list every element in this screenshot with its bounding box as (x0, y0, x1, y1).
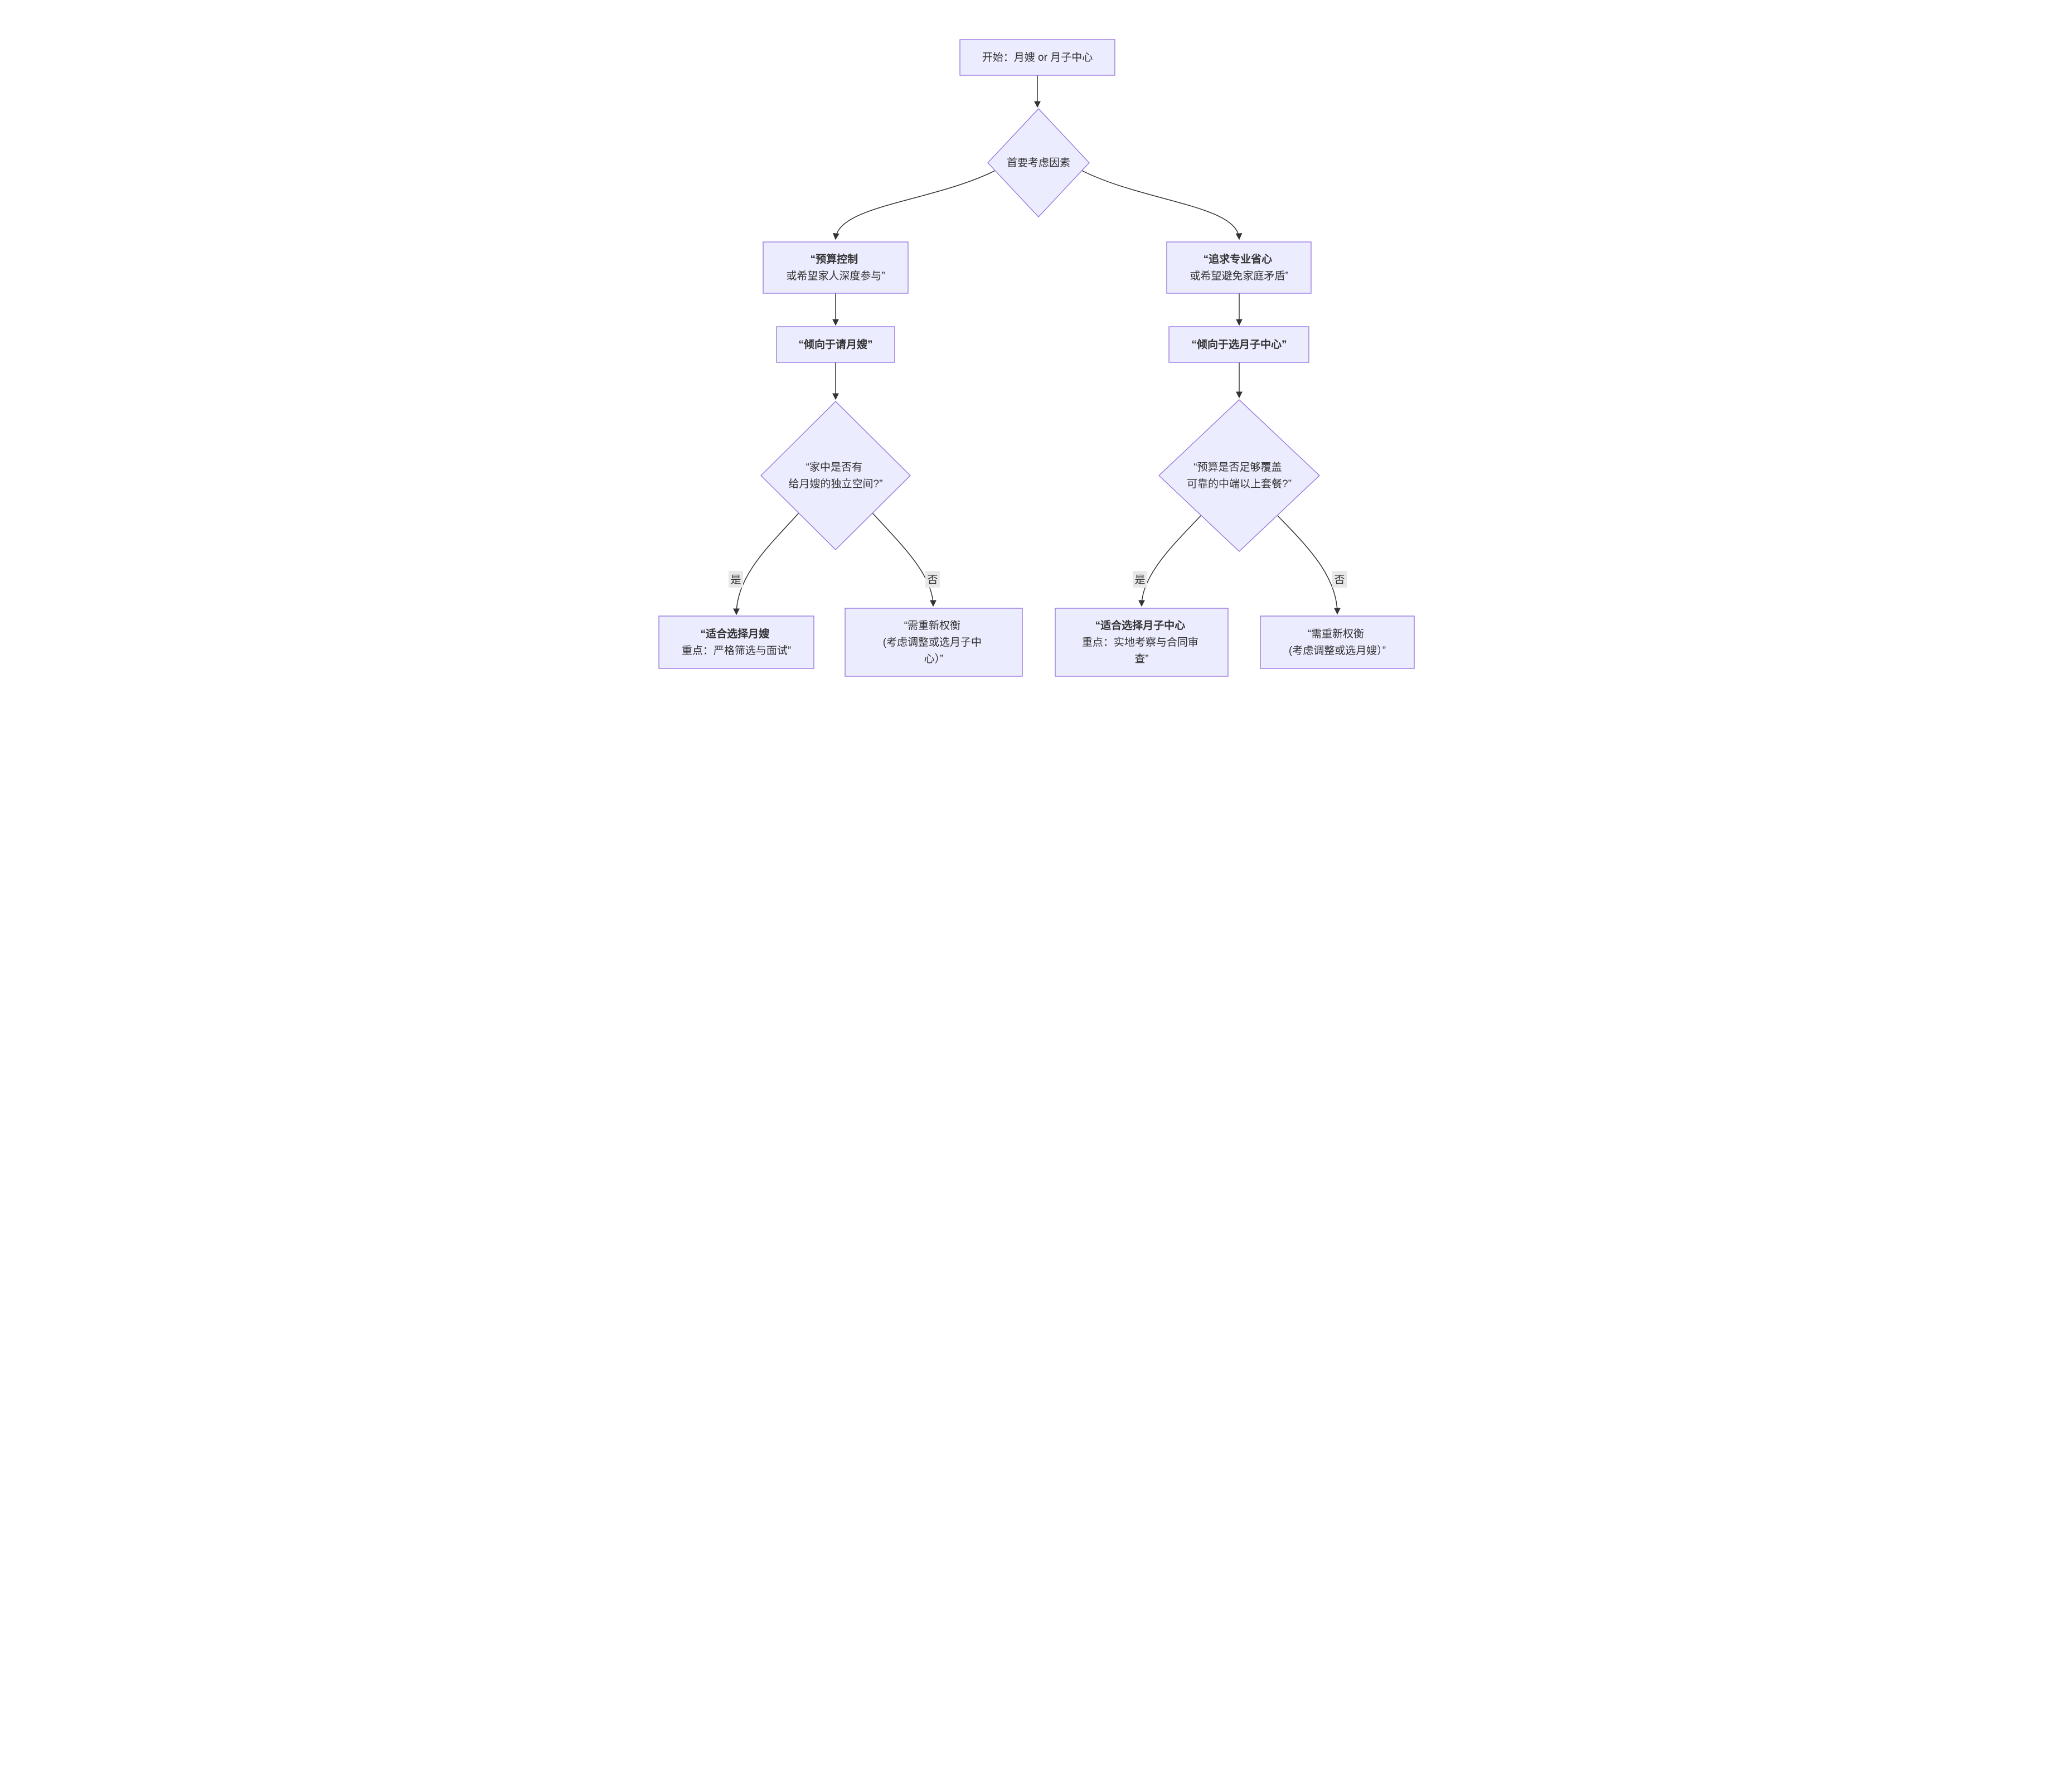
edge-space-yes (733, 512, 799, 615)
edge-label-space-yes: 是 (729, 571, 743, 588)
edge-label-bg (729, 571, 743, 588)
node-label: “倾向于选月子中心” (1191, 338, 1287, 351)
edge-labels: 是 否 是 否 (729, 571, 1347, 588)
edge-budget-yes (1138, 515, 1202, 607)
flowchart-canvas: 是 否 是 否 开始：月嫂 or 月子中心 首要考虑因素 “预算控制 (658, 39, 1415, 677)
node-professional-ease: “追求专业省心 或希望避免家庭矛盾” (1166, 241, 1312, 294)
node-shape (1168, 326, 1309, 363)
node-choose-yuesao: “适合选择月嫂 重点：严格筛选与面试” (658, 615, 814, 669)
node-label: 开始：月嫂 or 月子中心 (982, 51, 1093, 64)
edge-label-budget-yes: 是 (1133, 571, 1147, 588)
node-budget-question-decision: “预算是否足够覆盖 可靠的中端以上套餐?” (1158, 399, 1320, 552)
flowchart-page: 是 否 是 否 开始：月嫂 or 月子中心 首要考虑因素 “预算控制 (622, 0, 1450, 710)
node-shape (763, 241, 909, 294)
node-space-question-decision: “家中是否有 给月嫂的独立空间?” (760, 401, 911, 550)
edge-space-no (872, 512, 936, 607)
node-primary-factor-decision: 首要考虑因素 (987, 108, 1090, 217)
node-shape (1166, 241, 1312, 294)
node-prefer-yuesao: “倾向于请月嫂” (776, 326, 895, 363)
node-shape (845, 608, 1023, 677)
node-label: “家中是否有 给月嫂的独立空间?” (789, 461, 883, 490)
edge-label-text: 否 (1334, 574, 1345, 586)
node-shape-diamond (1158, 399, 1320, 552)
node-shape (1055, 608, 1229, 677)
node-choose-center: “适合选择月子中心 重点：实地考察与合同审 查” (1055, 608, 1229, 677)
node-rebalance-to-center: “需重新权衡 (考虑调整或选月子中 心）” (845, 608, 1023, 677)
node-label: “适合选择月子中心 重点：实地考察与合同审 查” (1082, 619, 1201, 665)
node-label: “预算是否足够覆盖 可靠的中端以上套餐?” (1187, 461, 1292, 490)
edge-budget-no (1277, 515, 1341, 615)
node-label: “倾向于请月嫂” (798, 338, 872, 351)
node-label: “预算控制 或希望家人深度参与” (786, 253, 885, 282)
node-label: “追求专业省心 或希望避免家庭矛盾” (1190, 253, 1288, 282)
edge-decision-to-budget (832, 168, 1000, 240)
node-shape (1260, 615, 1415, 669)
edge-label-bg (1332, 571, 1347, 588)
edge-label-bg (1133, 571, 1147, 588)
edge-label-bg (925, 571, 940, 588)
node-rebalance-to-yuesao: “需重新权衡 (考虑调整或选月嫂）” (1260, 615, 1415, 669)
node-label: “适合选择月嫂 重点：严格筛选与面试” (682, 627, 791, 657)
node-prefer-center: “倾向于选月子中心” (1168, 326, 1309, 363)
edge-label-budget-no: 否 (1332, 571, 1347, 588)
edge-label-text: 是 (1134, 574, 1145, 586)
node-shape (776, 326, 895, 363)
edges (733, 75, 1341, 615)
node-shape (658, 615, 814, 669)
edge-decision-to-professional (1077, 168, 1243, 240)
node-label: 首要考虑因素 (1007, 157, 1070, 169)
node-label: “需重新权衡 (考虑调整或选月嫂）” (1289, 628, 1386, 657)
edge-label-text: 否 (927, 574, 938, 586)
nodes: 开始：月嫂 or 月子中心 首要考虑因素 “预算控制 或希望家人深度参与” “追… (658, 39, 1415, 677)
node-start: 开始：月嫂 or 月子中心 (959, 39, 1115, 76)
node-budget-control: “预算控制 或希望家人深度参与” (763, 241, 909, 294)
node-shape (959, 39, 1115, 76)
node-label: “需重新权衡 (考虑调整或选月子中 心）” (883, 619, 985, 665)
node-shape-diamond (760, 401, 911, 550)
edge-label-space-no: 否 (925, 571, 940, 588)
edge-label-text: 是 (730, 574, 741, 586)
node-shape-diamond (987, 108, 1090, 217)
